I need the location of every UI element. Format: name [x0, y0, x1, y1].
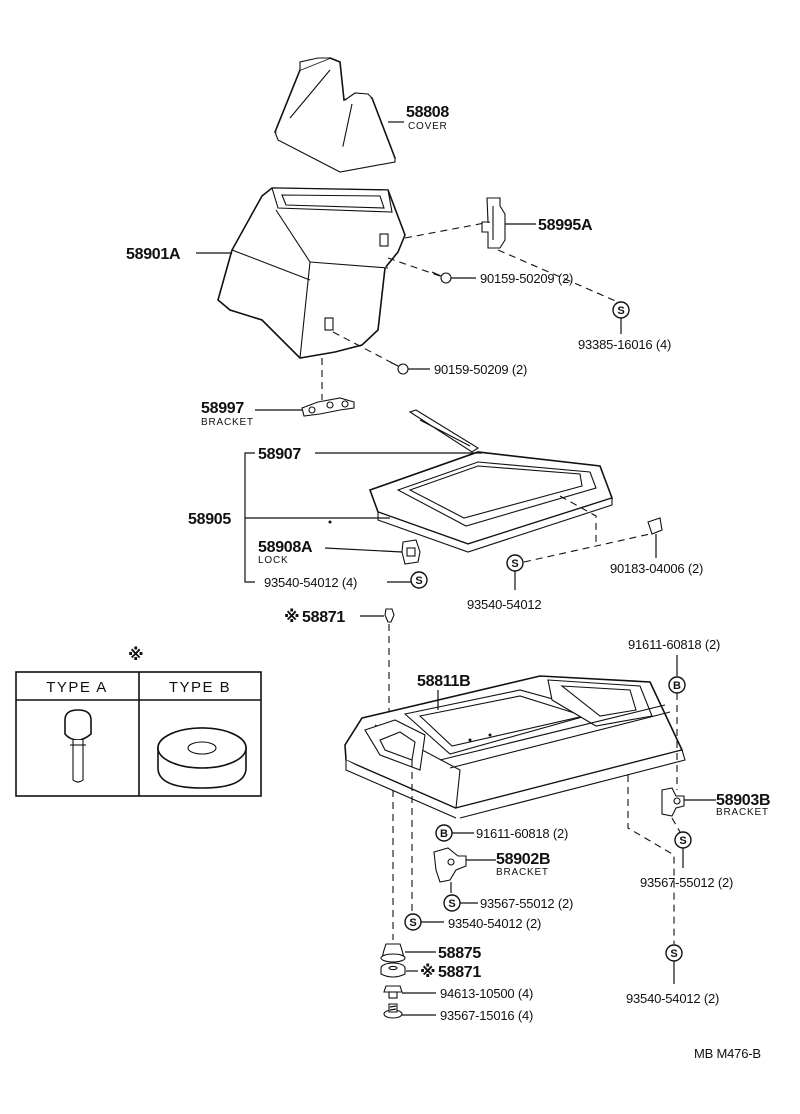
s-washer-symbol-93540-low: S	[404, 913, 422, 931]
label-58908A: 58908A	[258, 539, 313, 556]
type-a-header: TYPE A	[46, 679, 108, 696]
bracket-58903B	[661, 787, 685, 817]
bracket-58997	[301, 397, 355, 417]
label-91611-60818-top: 91611-60818 (2)	[628, 637, 720, 652]
label-94613-10500: 94613-10500 (4)	[440, 986, 533, 1001]
label-93567-15016: 93567-15016 (4)	[440, 1008, 533, 1023]
type-table: TYPE A TYPE B	[15, 671, 262, 797]
s-washer-symbol-93540-right: S	[665, 944, 683, 962]
label-58995A: 58995A	[538, 217, 593, 234]
label-58811B: 58811B	[417, 673, 470, 690]
label-58901A: 58901A	[126, 246, 181, 263]
s-washer-symbol-93567-mid: S	[443, 894, 461, 912]
shift-boot-cover	[273, 57, 397, 173]
caption-bracket-58902B: BRACKET	[496, 867, 549, 878]
note-mark-58871-top: ※	[284, 608, 299, 626]
b-bolt-symbol-91611-mid: B	[435, 824, 453, 842]
label-90183-04006: 90183-04006 (2)	[610, 561, 703, 576]
caption-cover: COVER	[408, 121, 448, 132]
svg-text:S: S	[679, 835, 686, 847]
svg-text:S: S	[617, 305, 624, 317]
label-93540-54012-mid: 93540-54012	[467, 597, 541, 612]
label-58871-bottom: 58871	[438, 964, 481, 981]
svg-text:S: S	[670, 948, 677, 960]
label-90159-50209-a: 90159-50209 (2)	[480, 271, 573, 286]
label-58997: 58997	[201, 400, 244, 417]
label-93385-16016: 93385-16016 (4)	[578, 337, 671, 352]
label-58907: 58907	[258, 446, 301, 463]
label-93540-54012-right: 93540-54012 (2)	[626, 991, 719, 1006]
s-washer-symbol-93567-right: S	[674, 831, 692, 849]
type-a-cushion-illustration	[64, 709, 92, 783]
label-93540-54012-low: 93540-54012 (2)	[448, 916, 541, 931]
label-93540-54012-lock: 93540-54012 (4)	[264, 575, 357, 590]
caption-bracket-58903B: BRACKET	[716, 807, 769, 818]
screw-90159-a	[431, 271, 452, 284]
nut-90183	[647, 517, 663, 535]
screw-90159-b	[389, 361, 409, 375]
label-93567-55012-mid: 93567-55012 (2)	[480, 896, 573, 911]
svg-text:S: S	[448, 898, 455, 910]
label-58905: 58905	[188, 511, 231, 528]
bracket-58995A	[481, 197, 506, 249]
caption-bracket-58997: BRACKET	[201, 417, 254, 428]
bracket-58902B	[433, 847, 467, 883]
label-58902B: 58902B	[496, 851, 550, 868]
console-box-58811B	[344, 675, 686, 819]
lid-hinge-rod-58907	[408, 409, 480, 453]
caption-lock: LOCK	[258, 555, 288, 566]
lock-58908A	[401, 539, 421, 565]
s-washer-symbol-93385: S	[612, 301, 630, 319]
label-93567-55012-right: 93567-55012 (2)	[640, 875, 733, 890]
s-washer-symbol-93540-lock: S	[410, 571, 428, 589]
label-58808: 58808	[406, 104, 449, 121]
s-washer-symbol-93540-mid: S	[506, 554, 524, 572]
cushion-58871-top	[384, 608, 395, 623]
note-mark-58871-bottom: ※	[420, 963, 435, 981]
console-box-58901A	[217, 187, 406, 359]
svg-text:B: B	[673, 680, 681, 692]
label-58875: 58875	[438, 945, 481, 962]
washer-94613	[383, 985, 403, 999]
label-58903B: 58903B	[716, 792, 770, 809]
svg-text:S: S	[415, 575, 422, 587]
svg-text:B: B	[440, 828, 448, 840]
label-91611-60818-mid: 91611-60818 (2)	[476, 826, 568, 841]
cushion-58875	[380, 943, 406, 963]
console-lid-58905	[368, 451, 614, 553]
type-b-header: TYPE B	[169, 679, 231, 696]
note-mark-type-table: ※	[128, 646, 143, 664]
svg-text:S: S	[511, 558, 518, 570]
label-90159-50209-b: 90159-50209 (2)	[434, 362, 527, 377]
cushion-58871-bottom	[380, 962, 406, 978]
type-b-cushion-illustration	[157, 727, 247, 789]
drawing-code: MB M476-B	[694, 1046, 761, 1061]
svg-text:S: S	[409, 917, 416, 929]
screw-93567-bottom	[383, 1003, 403, 1019]
label-58871-top: 58871	[302, 609, 345, 626]
b-bolt-symbol-91611-top: B	[668, 676, 686, 694]
